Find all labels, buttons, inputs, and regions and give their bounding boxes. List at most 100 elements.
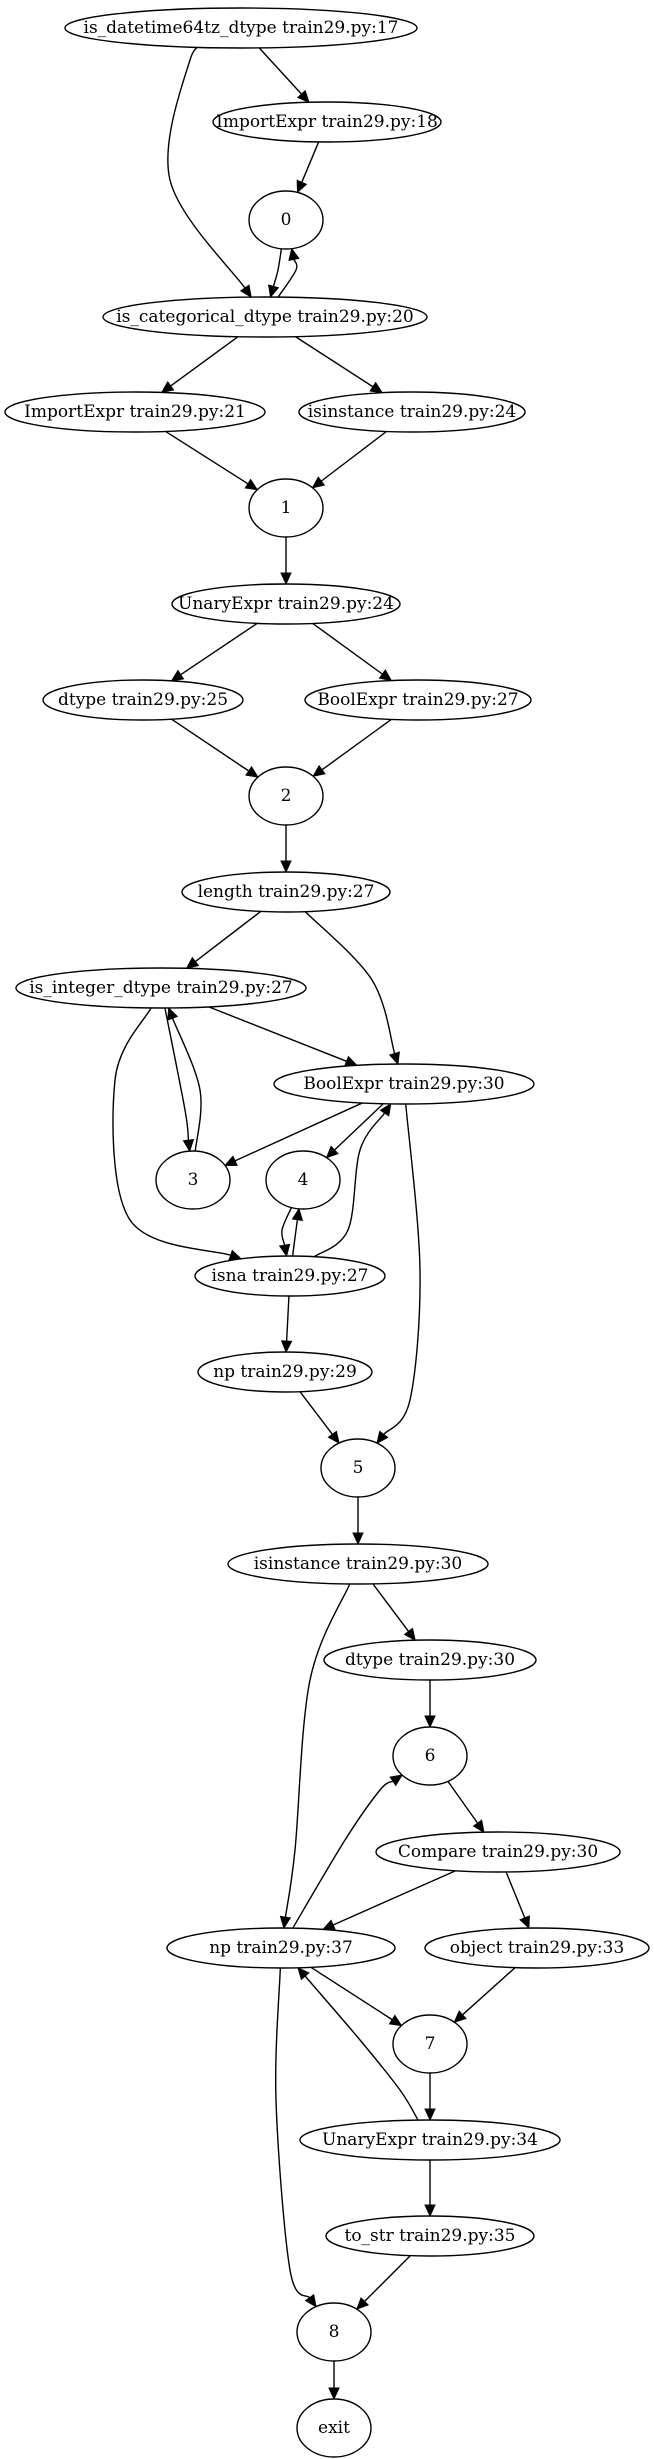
arrowhead	[369, 381, 384, 394]
arrowhead	[223, 1155, 238, 1166]
graph-node: 2	[248, 766, 324, 826]
graph-node: ImportExpr train29.py:21	[4, 391, 266, 433]
edge-Compare-to-np	[321, 1870, 456, 1931]
arrowhead	[239, 284, 252, 299]
arrowhead	[388, 1051, 400, 1066]
edge-UnaryExpr-to-dtype	[170, 622, 258, 682]
node-ellipse	[166, 1927, 396, 1969]
edge-ImportExpr-to-0	[296, 141, 320, 194]
graph-node: np train29.py:29	[197, 1351, 373, 1393]
edge-BoolExpr-to-5	[376, 1103, 421, 1445]
edge-line	[208, 1006, 347, 1062]
graph-node: isna train29.py:27	[194, 1255, 386, 1297]
arrowhead	[280, 1340, 293, 1354]
node-ellipse	[424, 1927, 650, 1969]
graph-node: 7	[392, 2014, 468, 2074]
edge-is_integer_dtype-to-isna	[112, 1007, 243, 1261]
arrowhead	[352, 1532, 364, 1546]
edge-line	[334, 1103, 384, 1151]
graph-node: Compare train29.py:30	[375, 1831, 621, 1873]
edge-line	[321, 718, 392, 771]
graph-node: BoolExpr train29.py:30	[273, 1063, 535, 1105]
arrowhead	[389, 1774, 404, 1787]
arrowhead	[376, 1430, 389, 1445]
edge-line	[112, 1007, 231, 1256]
edge-BoolExpr-to-2	[312, 718, 392, 777]
node-ellipse	[304, 679, 532, 721]
edge-line	[275, 1967, 311, 2299]
graph-node: 0	[248, 190, 324, 250]
edge-is_categorical_dtype-to-0	[277, 247, 300, 298]
arrowhead	[328, 2387, 340, 2401]
node-ellipse	[325, 2215, 535, 2257]
node-ellipse	[4, 391, 266, 433]
graph-node: is_datetime64tz_dtype train29.py:17	[64, 7, 418, 49]
arrowhead	[472, 1819, 485, 1834]
edge-line	[313, 1112, 386, 1258]
node-ellipse	[155, 1150, 231, 1210]
node-ellipse	[265, 1150, 341, 1210]
node-ellipse	[375, 1831, 621, 1873]
node-ellipse	[42, 679, 244, 721]
graph-node: 6	[392, 1726, 468, 1786]
edge-line	[171, 1017, 202, 1152]
edge-length-to-is_integer_dtype	[185, 910, 262, 970]
arrowhead	[304, 2293, 317, 2308]
edge-line	[194, 910, 262, 963]
edge-line	[285, 1295, 290, 1342]
edge-line	[164, 1007, 190, 1141]
node-label: 5	[353, 1458, 364, 1478]
arrowhead	[344, 1055, 358, 1067]
arrowhead	[296, 89, 310, 104]
graph-node: np train29.py:37	[166, 1927, 396, 1969]
node-label: BoolExpr train29.py:27	[317, 690, 518, 710]
node-label: dtype train29.py:30	[345, 1650, 515, 1670]
node-ellipse	[248, 190, 324, 250]
edge-3-to-is_integer_dtype	[167, 1006, 202, 1152]
arrowhead	[388, 2014, 403, 2027]
node-ellipse	[248, 478, 324, 538]
edge-line	[312, 622, 383, 675]
edge-line	[180, 622, 258, 676]
node-label: 8	[329, 2322, 340, 2342]
edge-np-to-5	[299, 1391, 340, 1445]
edge-line	[234, 1102, 363, 1162]
edge-line	[462, 1967, 516, 2016]
edge-np-to-7	[310, 1966, 403, 2027]
edge-is_categorical_dtype-to-isinstance	[295, 336, 384, 394]
arrowhead	[185, 956, 200, 970]
edge-line	[383, 1103, 421, 1435]
node-label: is_datetime64tz_dtype train29.py:17	[84, 18, 399, 38]
graph-node: isinstance train29.py:30	[227, 1543, 489, 1585]
node-ellipse	[392, 2014, 468, 2074]
edge-isinstance-to-dtype	[372, 1583, 416, 1642]
arrowhead	[280, 860, 292, 874]
node-ellipse	[227, 1543, 489, 1585]
edge-line	[301, 141, 320, 183]
edge-length-to-BoolExpr	[304, 911, 400, 1066]
graph-node: UnaryExpr train29.py:34	[299, 2119, 561, 2161]
edge-is_integer_dtype-to-3	[164, 1007, 195, 1153]
node-ellipse	[64, 7, 418, 49]
edge-line	[304, 1975, 419, 2121]
edge-6-to-Compare	[447, 1780, 485, 1834]
node-ellipse	[299, 2119, 561, 2161]
edge-line	[295, 336, 374, 388]
node-label: 4	[298, 1170, 309, 1190]
arrowhead	[424, 2108, 436, 2122]
edge-UnaryExpr-to-to_str	[424, 2160, 436, 2218]
edge-is_integer_dtype-to-BoolExpr	[208, 1006, 358, 1067]
arrowhead	[268, 284, 280, 299]
graph-node: BoolExpr train29.py:27	[304, 679, 532, 721]
arrowhead	[288, 247, 300, 262]
arrowhead	[378, 669, 393, 682]
arrowhead	[355, 2296, 370, 2311]
node-label: 3	[188, 1170, 199, 1190]
edge-BoolExpr-to-4	[325, 1103, 384, 1159]
arrowhead	[182, 1139, 195, 1153]
graph-node: 4	[265, 1150, 341, 1210]
edge-UnaryExpr-to-np	[297, 1966, 419, 2121]
graph-node: 1	[248, 478, 324, 538]
node-label: 0	[281, 210, 292, 230]
edge-line	[258, 47, 303, 95]
